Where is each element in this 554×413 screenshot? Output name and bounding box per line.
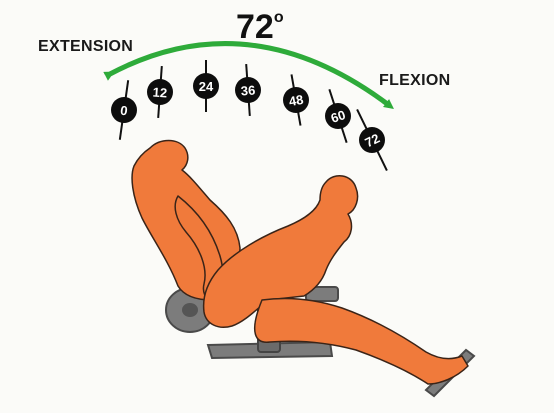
angle-marker-60: 60	[325, 89, 351, 143]
total-angle-value: 72	[236, 8, 274, 46]
angle-marker-disc	[325, 103, 351, 129]
weight-plate-hub	[182, 303, 198, 317]
angle-marker-disc	[147, 79, 173, 105]
flexion-label: FLEXION	[379, 72, 451, 89]
angle-marker-disc	[359, 127, 385, 153]
extension-label: EXTENSION	[38, 38, 134, 55]
figure-front-torso	[202, 175, 359, 328]
total-angle-label: 72o	[236, 8, 284, 47]
angle-marker-disc	[111, 97, 137, 123]
angle-marker-label: 72	[362, 131, 382, 151]
angle-markers: 0 12 24 36 48 60 72	[111, 60, 388, 171]
angle-marker-24: 24	[193, 60, 219, 112]
angle-marker-48: 48	[283, 74, 309, 126]
angle-marker-72: 72	[356, 109, 388, 171]
degree-symbol: o	[273, 8, 284, 26]
angle-marker-label: 36	[240, 83, 255, 99]
angle-marker-12: 12	[147, 65, 173, 119]
angle-marker-disc	[193, 73, 219, 99]
curved-double-arrow-icon	[103, 41, 394, 110]
angle-marker-label: 12	[152, 85, 167, 101]
angle-marker-label: 48	[288, 92, 305, 109]
angle-marker-label: 60	[329, 107, 347, 126]
seated-person-silhouette-icon	[131, 139, 469, 385]
angle-marker-label: 0	[119, 103, 128, 119]
angle-marker-disc	[235, 77, 261, 103]
angle-marker-disc	[283, 87, 309, 113]
figure-front-leg	[253, 297, 469, 385]
angle-marker-0: 0	[111, 80, 137, 140]
angle-marker-label: 24	[199, 79, 214, 94]
angle-marker-36: 36	[235, 63, 261, 117]
